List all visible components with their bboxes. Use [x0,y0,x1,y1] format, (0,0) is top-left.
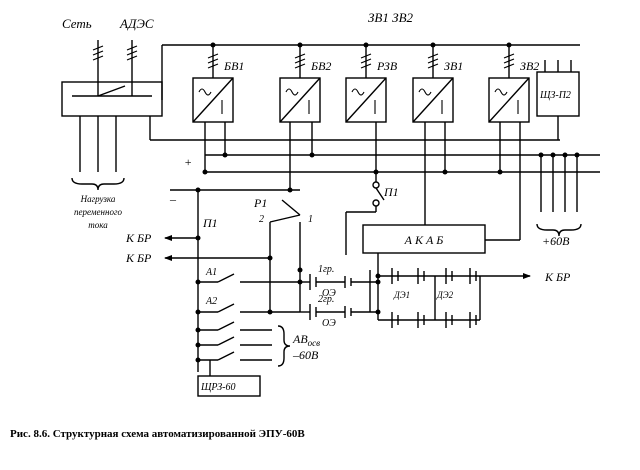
label-pos1: 1 [308,214,313,225]
label-oe-1: ОЭ [322,288,336,299]
label-bv2: БВ2 [310,59,331,73]
label-de1: ДЭ1 [393,290,410,300]
label-zv2: ЗВ2 [520,59,539,73]
label-pos2: 2 [259,214,264,225]
label-akab: А К А Б [404,233,444,247]
label-load-3: тока [88,220,108,230]
label-p1-upper: П1 [383,185,399,199]
figure-caption: Рис. 8.6. Структурная схема автоматизиро… [10,428,305,440]
label-a2: А2 [205,296,217,307]
label-oe-2: ОЭ [322,318,336,329]
label-plus-60v: +60В [542,234,570,248]
label-group-1: 1гр. [318,264,334,275]
label-shrz-60: ЩРЗ-60 [200,382,236,393]
label-av: АВосв [292,332,320,348]
label-load-1: Нагрузка [80,194,116,204]
label-r1: Р1 [253,196,267,210]
label-zv-top: ЗВ1 ЗВ2 [368,10,414,25]
label-rzv: РЗВ [376,59,398,73]
label-kbr-3: К БР [544,270,571,284]
label-plus: + [184,155,192,169]
label-set: Сеть [62,16,92,31]
label-zv1: ЗВ1 [444,59,463,73]
label-minus: – [169,192,177,206]
label-ades: АДЭС [119,16,154,31]
label-kbr-1: К БР [125,231,152,245]
label-kbr-2: К БР [125,251,152,265]
label-bv1: БВ1 [223,59,244,73]
label-group-2: 2гр. [318,294,334,305]
label-minus-60v: –60В [292,348,319,362]
label-shz-p2: ЩЗ-П2 [539,90,571,101]
label-de2: ДЭ2 [436,290,454,300]
label-load-2: переменного [74,207,122,217]
label-p1-left: П1 [202,216,218,230]
label-a1: А1 [205,267,217,278]
